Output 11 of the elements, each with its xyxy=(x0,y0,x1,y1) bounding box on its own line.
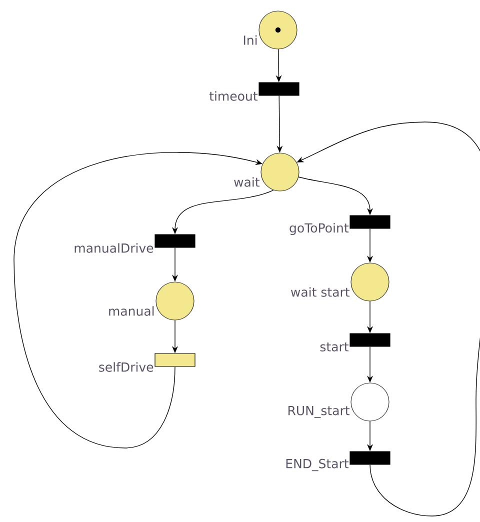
node-label: Ini xyxy=(244,35,257,45)
node-label: END_Start xyxy=(286,458,348,472)
node-label: manual xyxy=(109,306,154,316)
node-label: start xyxy=(320,342,348,352)
node-label: selfDrive xyxy=(99,362,154,372)
node-label: timeout xyxy=(209,91,258,101)
node-label: RUN_start xyxy=(288,406,350,418)
node-label: wait start xyxy=(290,287,350,297)
node-label: wait xyxy=(234,177,260,187)
node-label: manualDrive xyxy=(74,243,154,253)
node-label: goToPoint xyxy=(290,222,349,236)
